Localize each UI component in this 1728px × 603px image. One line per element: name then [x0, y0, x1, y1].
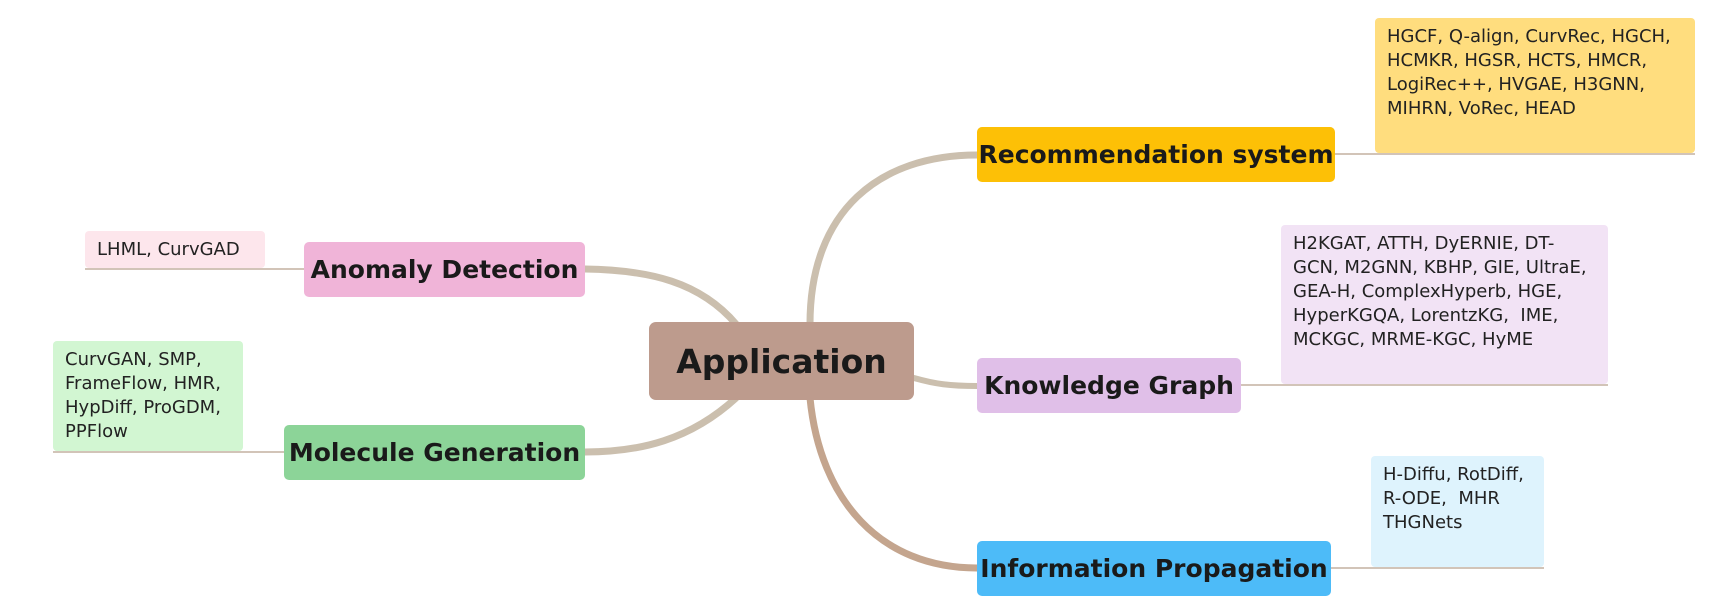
leaf-underline-recommendation	[1335, 153, 1695, 155]
leaf-underline-molecule-generation	[53, 451, 284, 453]
leaf-node-anomaly-detection-methods[interactable]: LHML, CurvGAD	[85, 231, 265, 268]
connector-information-propagation	[806, 394, 981, 572]
leaf-node-recommendation-methods[interactable]: HGCF, Q-align, CurvRec, HGCH, HCMKR, HGS…	[1375, 18, 1695, 153]
leaf-node-knowledge-graph-methods[interactable]: H2KGAT, ATTH, DyERNIE, DT-GCN, M2GNN, KB…	[1281, 225, 1608, 384]
branch-node-anomaly-detection[interactable]: Anomaly Detection	[304, 242, 585, 297]
leaf-underline-anomaly-detection	[85, 268, 304, 270]
leaf-node-molecule-generation-methods[interactable]: CurvGAN, SMP, FrameFlow, HMR, HypDiff, P…	[53, 341, 243, 451]
branch-node-information-propagation[interactable]: Information Propagation	[977, 541, 1331, 596]
connector-recommendation-system	[806, 151, 981, 328]
branch-node-molecule-generation[interactable]: Molecule Generation	[284, 425, 585, 480]
leaf-underline-knowledge-graph	[1241, 384, 1608, 386]
connector-anomaly-detection	[581, 265, 740, 328]
connector-molecule-generation	[581, 394, 740, 456]
leaf-node-information-propagation-methods[interactable]: H-Diffu, RotDiff, R-ODE, MHR THGNets	[1371, 456, 1544, 567]
center-node-application[interactable]: Application	[649, 322, 914, 400]
branch-node-recommendation-system[interactable]: Recommendation system	[977, 127, 1335, 182]
connector-knowledge-graph	[911, 375, 980, 389]
leaf-underline-information-propagation	[1331, 567, 1544, 569]
branch-node-knowledge-graph[interactable]: Knowledge Graph	[977, 358, 1241, 413]
